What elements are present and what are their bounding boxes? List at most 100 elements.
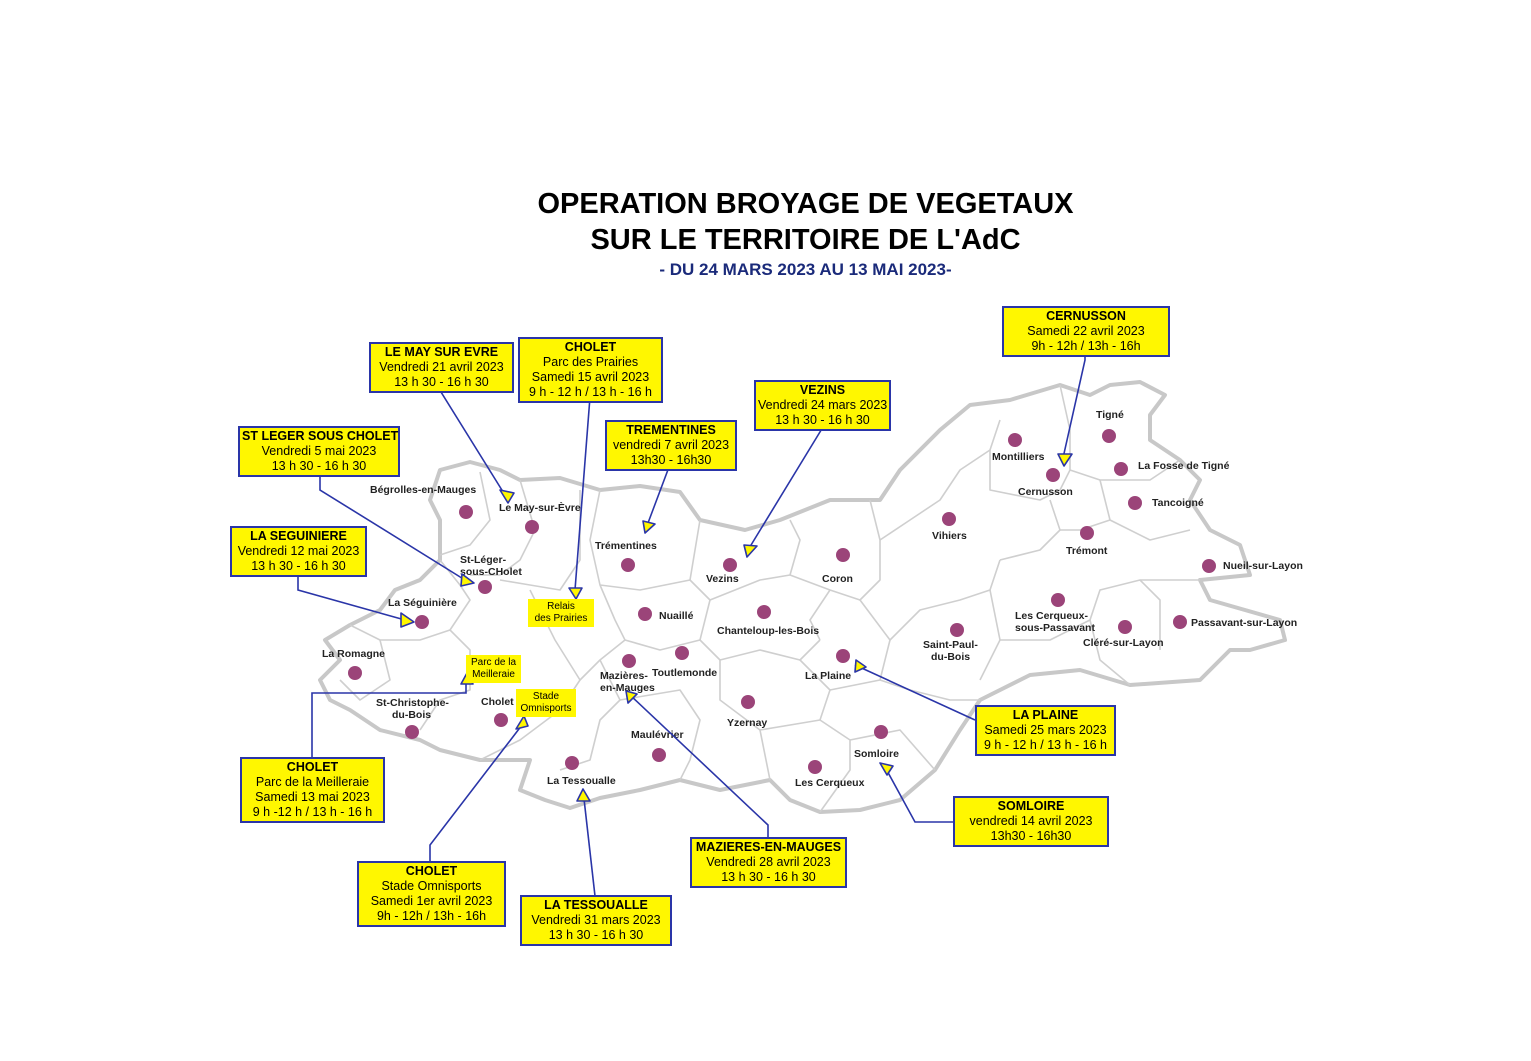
commune-label-coron: Coron bbox=[822, 573, 853, 585]
event-omnisports-date: Samedi 1er avril 2023 bbox=[370, 894, 493, 908]
event-box-cholet-meilleraie: CHOLET Parc de la Meilleraie Samedi 13 m… bbox=[240, 757, 385, 823]
event-seguiniere-name: LA SEGUINIERE bbox=[250, 529, 347, 543]
event-meilleraie-hours: 9 h -12 h / 13 h - 16 h bbox=[252, 805, 373, 819]
commune-label-trementines: Trémentines bbox=[595, 540, 657, 552]
tag-stade-omnisports: Stade Omnisports bbox=[516, 689, 576, 717]
arrow-somloire bbox=[879, 762, 894, 776]
tag-omnisports-line1: Stade bbox=[532, 691, 560, 702]
dot-cernusson bbox=[1046, 468, 1060, 482]
dot-yzernay bbox=[741, 695, 755, 709]
commune-label-stchristophe1: St-Christophe- bbox=[376, 697, 449, 709]
dot-stchristophe bbox=[405, 725, 419, 739]
event-prairies-site: Parc des Prairies bbox=[542, 355, 639, 369]
dot-tigne bbox=[1102, 429, 1116, 443]
event-laplaine-name: LA PLAINE bbox=[1012, 708, 1079, 722]
event-box-lemay: LE MAY SUR EVRE Vendredi 21 avril 2023 1… bbox=[369, 342, 514, 393]
commune-dots bbox=[348, 429, 1216, 774]
event-laplaine-date: Samedi 25 mars 2023 bbox=[984, 723, 1107, 737]
event-prairies-name: CHOLET bbox=[564, 340, 617, 354]
event-vezins-date: Vendredi 24 mars 2023 bbox=[758, 398, 888, 412]
dot-mazieres bbox=[622, 654, 636, 668]
commune-label-stleger2: sous-CHolet bbox=[460, 566, 522, 578]
event-box-mazieres: MAZIERES-EN-MAUGES Vendredi 28 avril 202… bbox=[690, 837, 847, 888]
commune-label-cerqpass1: Les Cerqueux- bbox=[1015, 610, 1088, 622]
commune-label-laromagne: La Romagne bbox=[322, 648, 385, 660]
dot-passavant bbox=[1173, 615, 1187, 629]
commune-label-yzernay: Yzernay bbox=[727, 717, 767, 729]
event-mazieres-date: Vendredi 28 avril 2023 bbox=[706, 855, 831, 869]
event-meilleraie-name: CHOLET bbox=[286, 760, 339, 774]
event-somloire-date: vendredi 14 avril 2023 bbox=[969, 814, 1093, 828]
dot-nuaille bbox=[638, 607, 652, 621]
dot-vihiers bbox=[942, 512, 956, 526]
commune-label-toutlemonde: Toutlemonde bbox=[652, 667, 717, 679]
event-lemay-date: Vendredi 21 avril 2023 bbox=[379, 360, 504, 374]
event-tessoualle-date: Vendredi 31 mars 2023 bbox=[531, 913, 661, 927]
event-lemay-name: LE MAY SUR EVRE bbox=[384, 345, 499, 359]
event-box-laplaine: LA PLAINE Samedi 25 mars 2023 9 h - 12 h… bbox=[975, 705, 1116, 756]
commune-label-lafosse: La Fosse de Tigné bbox=[1138, 460, 1230, 472]
dot-chanteloup bbox=[757, 605, 771, 619]
territory-outline bbox=[318, 380, 1287, 814]
dot-lafosse bbox=[1114, 462, 1128, 476]
commune-label-stchristophe2: du-Bois bbox=[392, 709, 431, 721]
event-trementines-date: vendredi 7 avril 2023 bbox=[612, 438, 730, 452]
dot-trementines bbox=[621, 558, 635, 572]
event-trementines-name: TREMENTINES bbox=[626, 423, 716, 437]
event-somloire-hours: 13h30 - 16h30 bbox=[990, 829, 1072, 843]
leader-lines bbox=[297, 357, 1086, 897]
dot-montilliers bbox=[1008, 433, 1022, 447]
event-vezins-name: VEZINS bbox=[799, 383, 846, 397]
commune-label-laplaine: La Plaine bbox=[805, 670, 851, 682]
commune-label-nuaille: Nuaillé bbox=[659, 610, 694, 622]
event-meilleraie-date: Samedi 13 mai 2023 bbox=[255, 790, 370, 804]
event-somloire-name: SOMLOIRE bbox=[997, 799, 1065, 813]
dot-nueil bbox=[1202, 559, 1216, 573]
commune-label-tremont: Trémont bbox=[1066, 545, 1108, 557]
arrow-trementines bbox=[642, 520, 656, 534]
tag-omnisports-line2: Omnisports bbox=[520, 703, 572, 714]
dot-stleger bbox=[478, 580, 492, 594]
commune-label-laseguiniere: La Séguinière bbox=[388, 597, 457, 609]
event-omnisports-hours: 9h - 12h / 13h - 16h bbox=[376, 909, 487, 923]
event-omnisports-site: Stade Omnisports bbox=[381, 879, 482, 893]
event-prairies-date: Samedi 15 avril 2023 bbox=[531, 370, 650, 384]
dot-tremont bbox=[1080, 526, 1094, 540]
dot-toutlemonde bbox=[675, 646, 689, 660]
commune-label-mazieres2: en-Mauges bbox=[600, 682, 655, 694]
dot-vezins bbox=[723, 558, 737, 572]
commune-label-cerqpass2: sous-Passavant bbox=[1015, 622, 1095, 634]
dot-coron bbox=[836, 548, 850, 562]
tag-meilleraie-line2: Meilleraie bbox=[472, 669, 515, 680]
dot-tessoualle bbox=[565, 756, 579, 770]
arrow-mazieres bbox=[625, 690, 638, 704]
dot-somloire bbox=[874, 725, 888, 739]
commune-label-maulevrier: Maulévrier bbox=[631, 729, 684, 741]
dot-romagne bbox=[348, 666, 362, 680]
event-box-cholet-prairies: CHOLET Parc des Prairies Samedi 15 avril… bbox=[518, 337, 663, 403]
event-stleger-hours: 13 h 30 - 16 h 30 bbox=[271, 459, 367, 473]
tag-relais-line1: Relais bbox=[547, 601, 575, 612]
dot-tancoigne bbox=[1128, 496, 1142, 510]
event-box-seguiniere: LA SEGUINIERE Vendredi 12 mai 2023 13 h … bbox=[230, 526, 367, 577]
dot-maulevrier bbox=[652, 748, 666, 762]
arrow-laplaine bbox=[854, 659, 867, 673]
event-seguiniere-hours: 13 h 30 - 16 h 30 bbox=[251, 559, 346, 573]
tag-meilleraie-line1: Parc de la bbox=[470, 657, 517, 668]
map-title-line2: SUR LE TERRITOIRE DE L'AdC bbox=[590, 224, 1021, 256]
event-vezins-hours: 13 h 30 - 16 h 30 bbox=[775, 413, 870, 427]
dot-cerqpass bbox=[1051, 593, 1065, 607]
event-box-tessoualle: LA TESSOUALLE Vendredi 31 mars 2023 13 h… bbox=[520, 895, 672, 946]
commune-label-vezins: Vezins bbox=[706, 573, 739, 585]
event-lemay-hours: 13 h 30 - 16 h 30 bbox=[394, 375, 489, 389]
event-prairies-hours: 9 h - 12 h / 13 h - 16 h bbox=[529, 385, 652, 399]
event-trementines-hours: 13h30 - 16h30 bbox=[630, 453, 712, 467]
tag-relais-line2: des Prairies bbox=[534, 613, 588, 624]
tag-parc-meilleraie: Parc de la Meilleraie bbox=[466, 655, 521, 683]
tag-relais-prairies: Relais des Prairies bbox=[528, 599, 594, 627]
commune-label-vihiers: Vihiers bbox=[932, 530, 967, 542]
commune-label-nueil: Nueil-sur-Layon bbox=[1223, 560, 1303, 572]
commune-label-cholet: Cholet bbox=[481, 696, 514, 708]
commune-label-somloire: Somloire bbox=[854, 748, 899, 760]
